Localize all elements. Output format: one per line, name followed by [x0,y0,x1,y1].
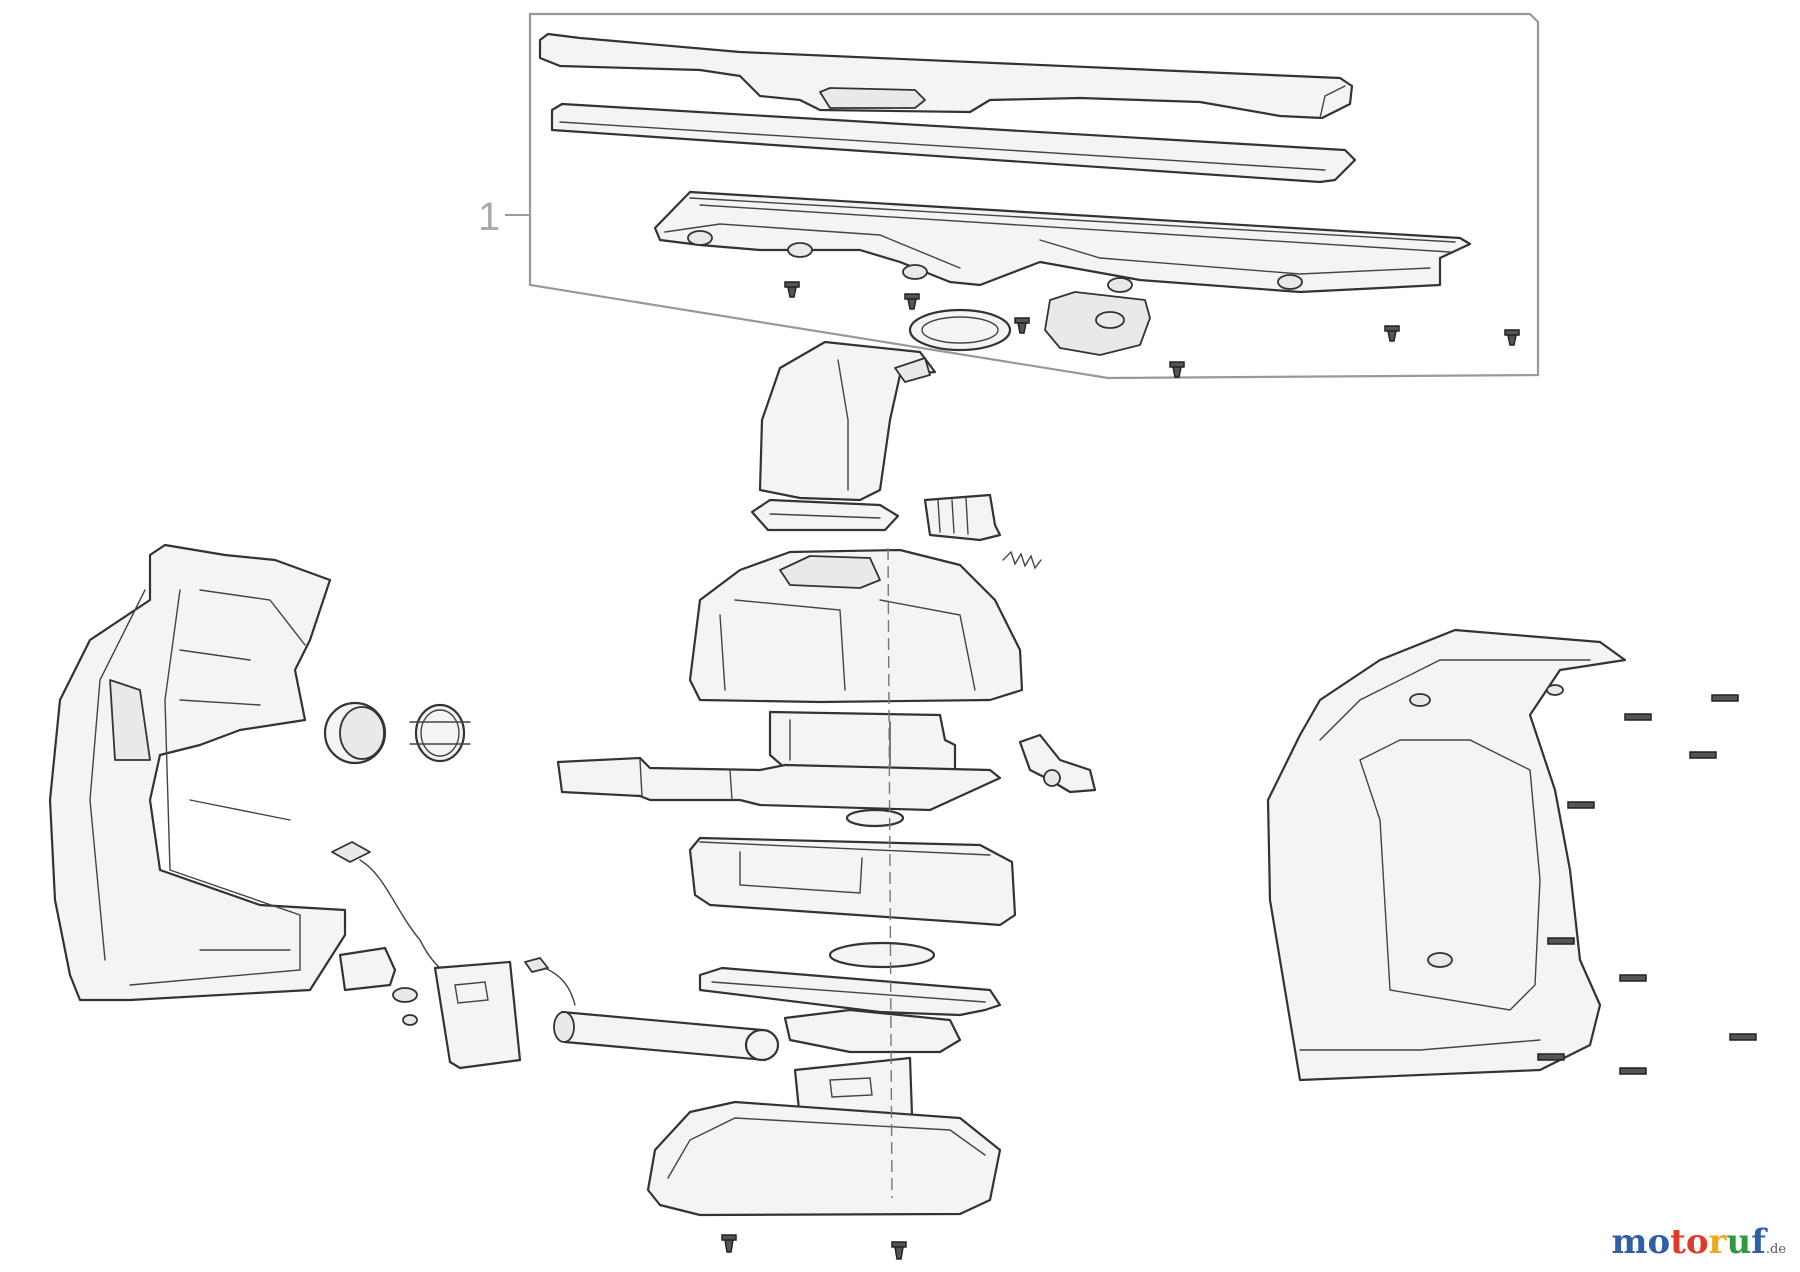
motor-module [768,710,957,772]
watermark-part: to [1670,1222,1709,1262]
screw-icon [904,293,920,310]
housing-screws [1537,694,1757,1075]
screw-icon [1729,1033,1757,1041]
nozzle-seal-ring [908,308,1012,352]
right-housing-shell [1266,628,1627,1082]
nozzle-screws [784,281,1520,378]
watermark-part: u [1726,1222,1752,1262]
screw-icon [784,281,800,298]
tank-ring-seal [828,941,936,969]
small-washer [392,987,418,1003]
small-seal [845,808,905,828]
screw-icon [1504,329,1520,346]
screw-icon [1547,937,1575,945]
watermark-part: mo [1611,1222,1671,1262]
base-cover [646,1100,1002,1217]
screw-icon [1537,1053,1565,1061]
wire [544,967,576,1006]
tank-upper-housing [688,548,1024,704]
watermark-part: f [1751,1222,1766,1262]
small-washer [402,1014,418,1026]
screw-icon [1619,974,1647,982]
callout-group-1: 1 [478,12,1540,380]
screw-icon [1384,325,1400,342]
float-valve [923,493,1002,542]
screw-icon [1711,694,1739,702]
nozzle-top-cover [538,32,1354,120]
switch-button [323,701,387,765]
watermark-logo: motoruf.de [1612,1222,1787,1262]
screw-icon [1014,317,1030,334]
screw-icon [1169,361,1185,378]
callout-frame-1 [528,12,1540,380]
charge-socket-pcb [331,841,522,1070]
small-bracket [338,946,397,992]
screw-icon [1567,801,1595,809]
screw-icon [721,1234,737,1253]
screw-icon [891,1241,907,1260]
screw-icon [1689,751,1717,759]
suction-neck [758,340,937,502]
watermark-part: r [1708,1222,1727,1262]
screw-icon [1624,713,1652,721]
watermark-suffix: .de [1765,1242,1786,1257]
switch-oring [409,703,471,763]
squeegee-blade [550,102,1357,184]
screw-icon [1619,1067,1647,1075]
latch-lever [1018,733,1097,794]
battery [553,1008,962,1062]
callout-number-1: 1 [478,195,500,239]
wire-connector [524,957,549,973]
assembly-axis [887,547,893,1199]
spring [1002,550,1042,570]
left-housing-shell [48,543,347,1002]
dirty-water-tank [688,836,1017,927]
neck-seal [750,498,900,532]
lower-plate [698,966,1002,1017]
nozzle-base-frame [653,190,1472,356]
nozzle-seal-ring-inner [921,316,999,344]
